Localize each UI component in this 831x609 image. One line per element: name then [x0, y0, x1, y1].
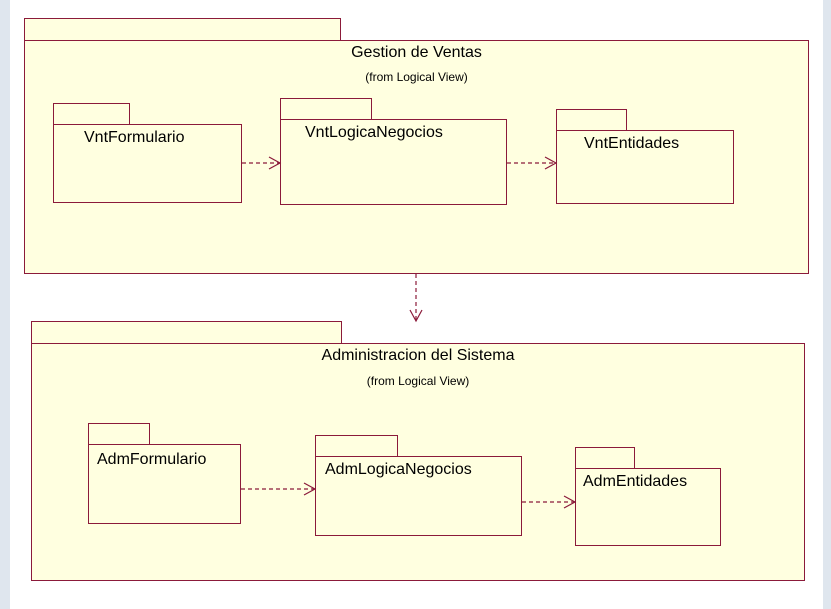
package-label: VntFormulario: [84, 129, 185, 146]
package-body: [280, 119, 507, 205]
package-title: Administracion del Sistema: [321, 347, 515, 364]
package-tab: [315, 435, 398, 457]
package-body: [53, 124, 242, 203]
package-body: [575, 468, 721, 546]
package-origin: (from Logical View): [365, 70, 468, 84]
package-body: [88, 444, 241, 524]
package-origin: (from Logical View): [366, 374, 470, 388]
package-label: VntLogicaNegocios: [305, 124, 443, 141]
package-label: AdmEntidades: [583, 473, 688, 490]
package-body: [315, 456, 522, 536]
package-tab: [575, 447, 635, 469]
package-label: VntEntidades: [584, 135, 680, 152]
package-tab: [31, 321, 342, 344]
package-tab: [24, 18, 341, 41]
package-tab: [53, 103, 130, 125]
right-margin-bar: [823, 0, 831, 609]
left-margin-bar: [0, 0, 10, 609]
package-label: AdmFormulario: [97, 451, 207, 468]
package-tab: [556, 109, 627, 131]
package-tab: [88, 423, 150, 445]
package-title: Gestion de Ventas: [351, 44, 482, 61]
package-tab: [280, 98, 372, 120]
package-label: AdmLogicaNegocios: [325, 461, 472, 478]
